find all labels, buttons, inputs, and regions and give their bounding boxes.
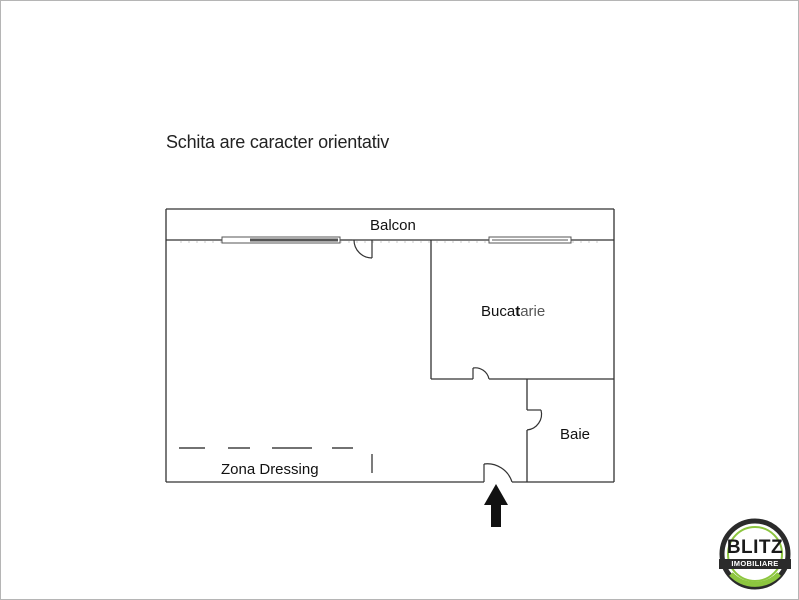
entrance-door (483, 463, 513, 483)
disclaimer-note: Schita are caracter orientativ (166, 132, 390, 152)
window-left (221, 236, 341, 244)
kitchen-door (472, 367, 490, 380)
blitz-logo: BLITZ IMOBILIARE (719, 518, 791, 590)
logo-ring-icon (719, 518, 791, 590)
dressing-divider (179, 447, 373, 473)
logo-name: BLITZ (726, 537, 784, 558)
kitchen-walls (430, 240, 614, 380)
bathroom-label: Baie (560, 426, 590, 443)
balcony-label: Balcon (370, 217, 416, 234)
entrance-arrow (484, 484, 508, 527)
kitchen-label: Bucatarie (481, 303, 545, 320)
logo-subtitle: IMOBILIARE (719, 559, 791, 569)
outer-walls (165, 208, 615, 483)
balcony-door (352, 239, 373, 259)
window-right (488, 236, 572, 244)
bathroom-door (526, 409, 543, 431)
dressing-label: Zona Dressing (221, 461, 319, 478)
